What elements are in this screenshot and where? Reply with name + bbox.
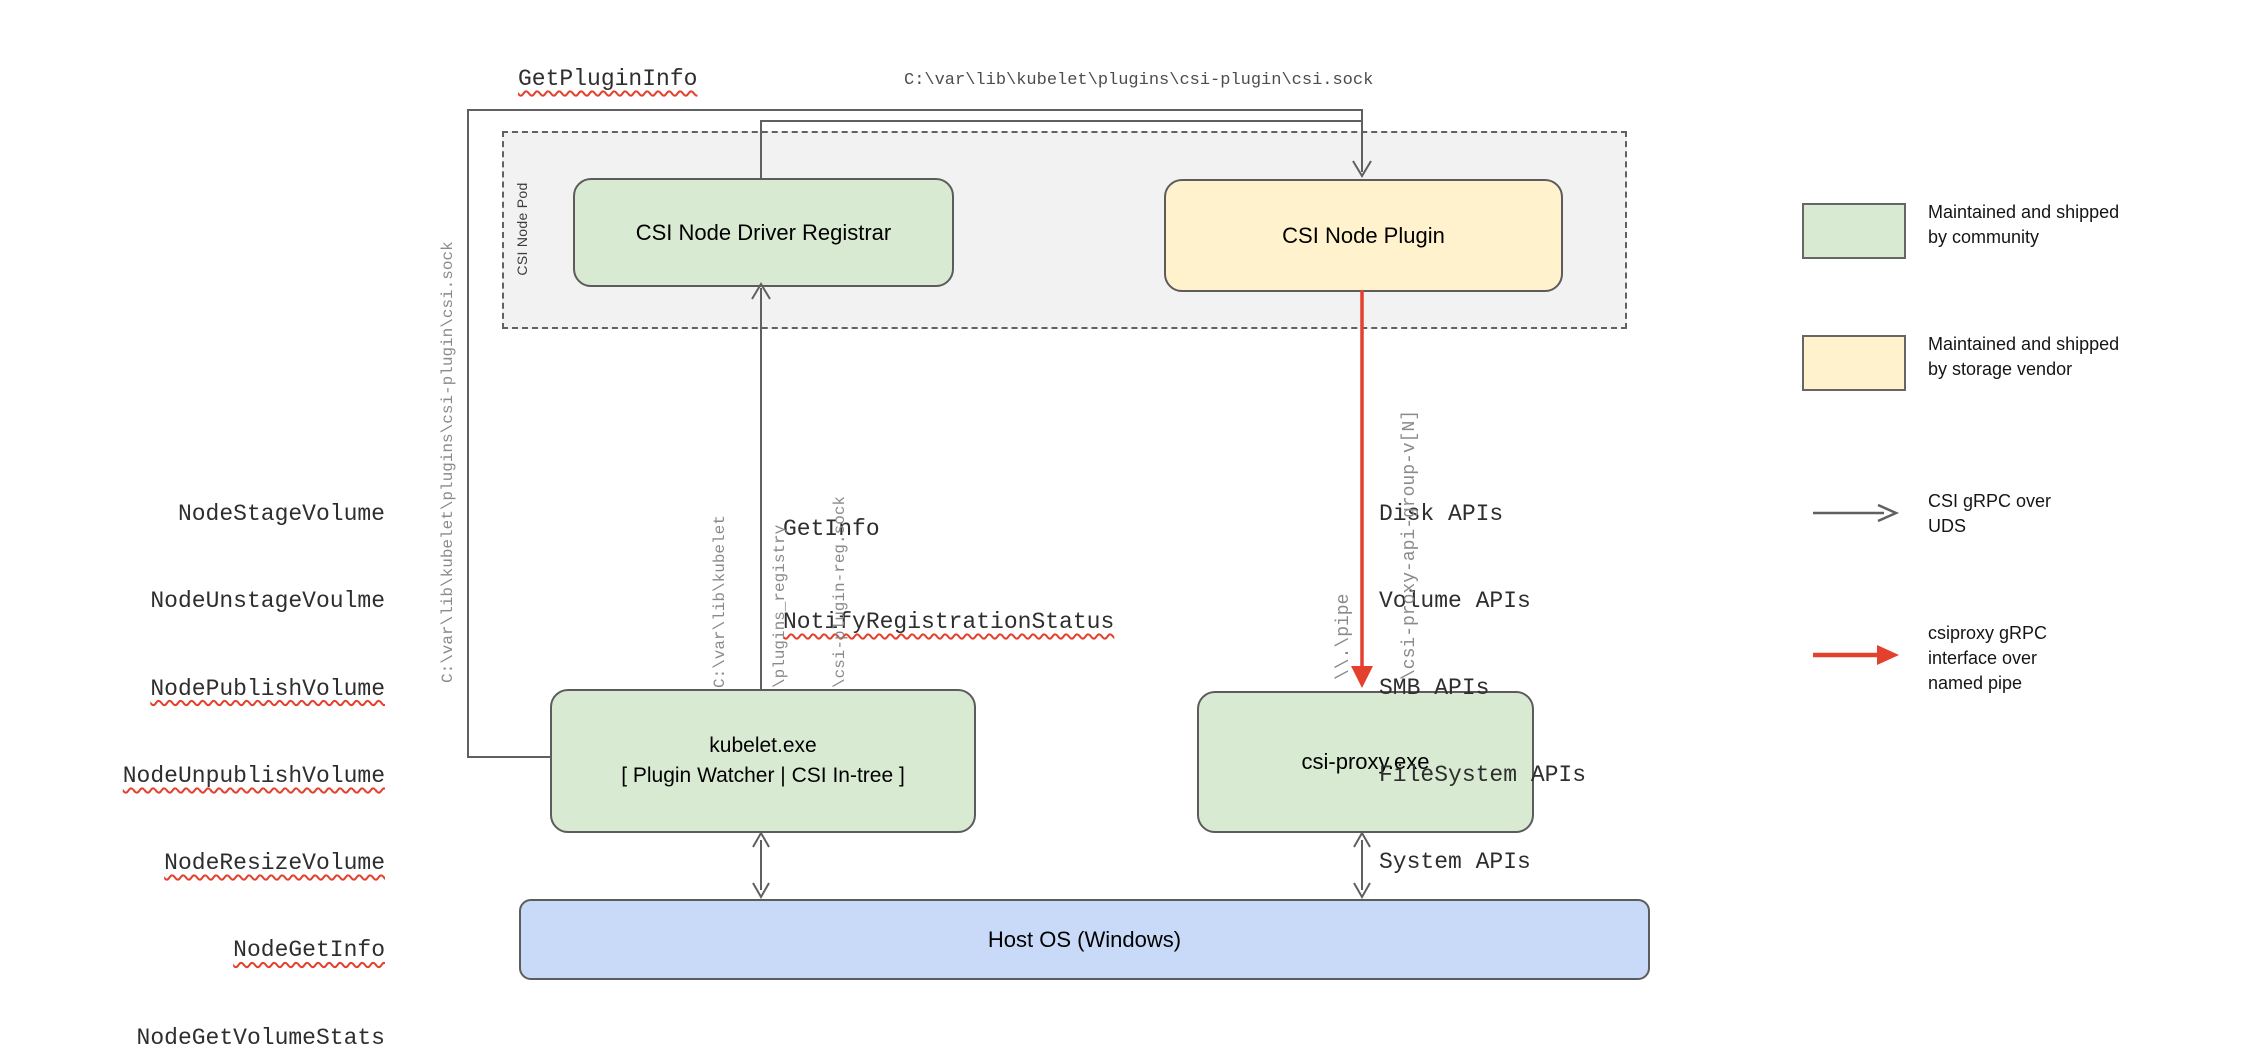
legend-uds-text: CSI gRPC over UDS: [1928, 489, 2051, 539]
csi-sock-path-label: C:\var\lib\kubelet\plugins\csi-plugin\cs…: [904, 71, 1374, 90]
legend-vendor-line: by storage vendor: [1928, 359, 2073, 379]
arrowhead-csiproxy-down: [1353, 882, 1371, 900]
kubelet-label-line2: [ Plugin Watcher | CSI In-tree ]: [621, 764, 905, 787]
csi-node-driver-registrar-label: CSI Node Driver Registrar: [635, 219, 892, 245]
legend-namedpipe-line: named pipe: [1928, 673, 2023, 693]
legend-namedpipe-text: csiproxy gRPC interface over named pipe: [1928, 621, 2047, 696]
get-plugin-info-label: GetPluginInfo: [518, 66, 698, 92]
notify-registration-status-label: NotifyRegistrationStatus: [783, 609, 1115, 635]
legend-vendor-line: Maintained and shipped: [1928, 334, 2120, 354]
csi-node-plugin-label: CSI Node Plugin: [1282, 222, 1445, 248]
legend-community-swatch: [1802, 203, 1906, 259]
registration-rpc-labels: GetInfo NotifyRegistrationStatus: [783, 452, 1114, 700]
arrowhead-kubelet-down: [752, 882, 770, 900]
legend-community-line: by community: [1928, 227, 2040, 247]
named-pipe-path-label: \\.\pipe \csi-proxy-api-group-v[N]: [1289, 370, 1465, 680]
csi-node-plugin-box: CSI Node Plugin: [1164, 179, 1563, 292]
api-group: Disk APIs: [1379, 501, 1504, 527]
legend-uds-line: UDS: [1928, 516, 1967, 536]
node-rpc-call: NodePublishVolume: [150, 675, 385, 702]
named-pipe-path-line: \csi-proxy-api-group-v[N]: [1400, 409, 1420, 680]
kubelet-label-line1: kubelet.exe: [709, 734, 817, 757]
node-rpc-call: NodeStageVolume: [177, 501, 385, 527]
api-group: FileSystem APIs: [1379, 762, 1587, 788]
csi-sock-path-vertical-label: C:\var\lib\kubelet\plugins\csi-plugin\cs…: [439, 241, 457, 683]
host-os-label: Host OS (Windows): [987, 926, 1182, 952]
plugin-registry-path-line: \csi-plugin-reg.sock: [831, 495, 849, 688]
legend-vendor-swatch: [1802, 335, 1906, 391]
legend-uds-arrowhead: [1877, 503, 1900, 523]
csi-node-driver-registrar-box: CSI Node Driver Registrar: [573, 178, 954, 287]
legend-namedpipe-line: interface over: [1928, 648, 2038, 668]
legend-namedpipe-arrowhead: [1877, 645, 1899, 665]
arrowhead-csiproxy-up: [1353, 830, 1371, 848]
plugin-registry-path-label: C:\var\lib\kubelet \plugins_registry \cs…: [670, 448, 890, 688]
host-os-box: Host OS (Windows): [519, 899, 1650, 980]
plugin-registry-path-line: \plugins_registry: [771, 524, 789, 688]
node-rpc-call: NodeGetVolumeStats: [136, 1024, 385, 1044]
csi-node-pod-label: CSI Node Pod: [514, 182, 530, 276]
legend-namedpipe-line: csiproxy gRPC: [1928, 623, 2048, 643]
node-rpc-call: NodeUnpublishVolume: [122, 762, 385, 789]
node-rpc-call-list: NodeStageVolume NodeUnstageVoulme NodePu…: [40, 442, 385, 1044]
legend-uds-line: CSI gRPC over: [1928, 491, 2052, 511]
node-rpc-call: NodeUnstageVoulme: [150, 588, 385, 615]
named-pipe-path-line: \\.\pipe: [1334, 593, 1354, 680]
api-group: System APIs: [1379, 849, 1531, 875]
api-group: SMB APIs: [1379, 675, 1490, 701]
node-rpc-call: NodeGetInfo: [233, 937, 385, 964]
legend-vendor-text: Maintained and shipped by storage vendor: [1928, 332, 2119, 382]
plugin-registry-path-line: C:\var\lib\kubelet: [711, 515, 729, 688]
arrowhead-kubelet-up: [752, 830, 770, 848]
node-rpc-call: NodeResizeVolume: [164, 850, 385, 877]
api-group: Volume APIs: [1379, 588, 1531, 614]
get-info-label: GetInfo: [783, 516, 880, 542]
kubelet-box: kubelet.exe [ Plugin Watcher | CSI In-tr…: [550, 689, 976, 833]
legend-community-line: Maintained and shipped: [1928, 202, 2120, 222]
csi-proxy-api-list: Disk APIs Volume APIs SMB APIs FileSyste…: [1379, 442, 1586, 935]
legend-community-text: Maintained and shipped by community: [1928, 200, 2119, 250]
